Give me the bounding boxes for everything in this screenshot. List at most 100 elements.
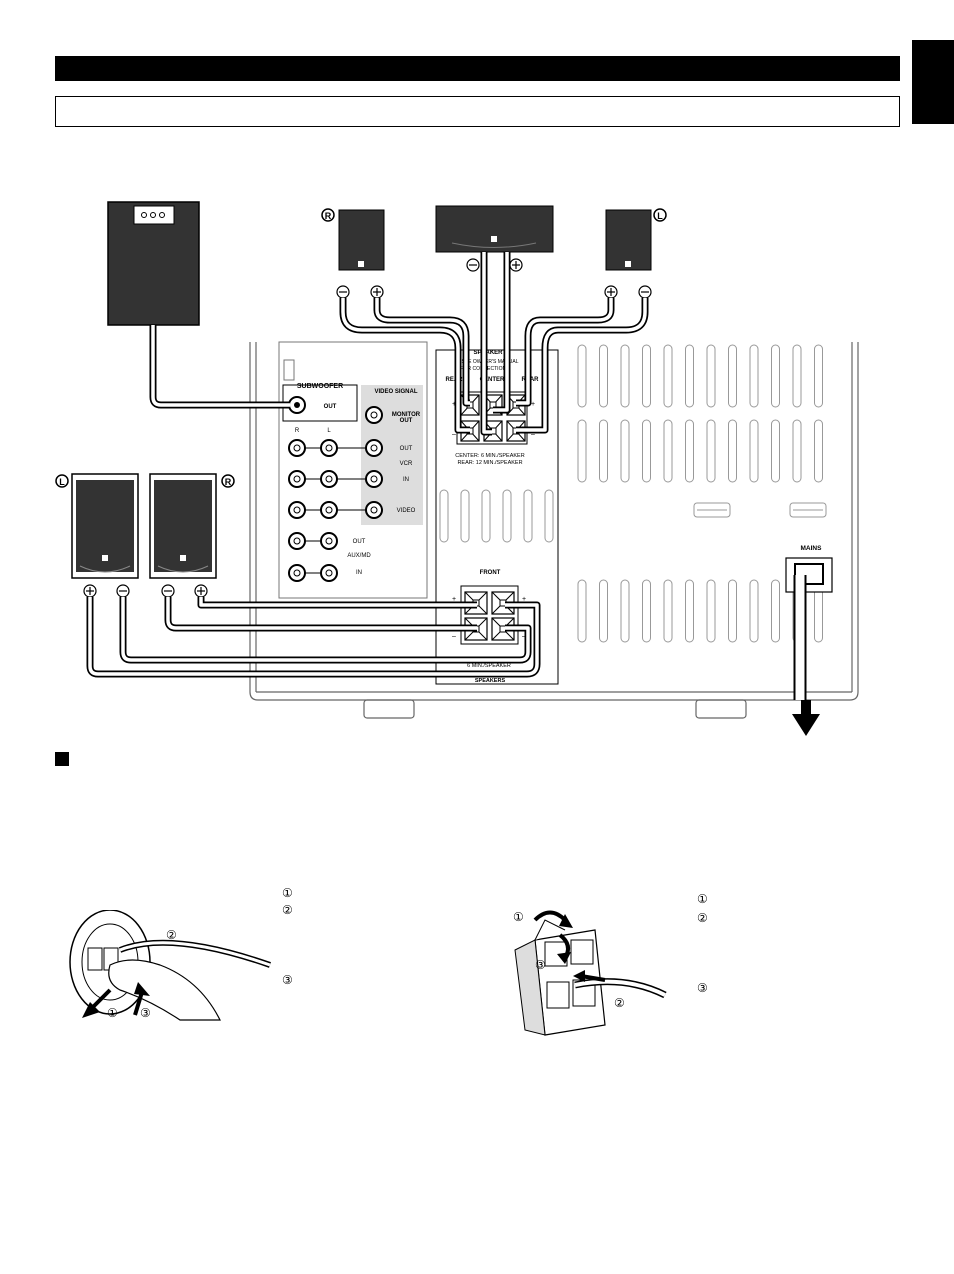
rca-jack bbox=[288, 501, 306, 519]
rca-jack-center bbox=[293, 569, 301, 577]
vent-slot bbox=[728, 579, 737, 643]
vent-slot bbox=[642, 579, 651, 643]
jack-panel: SUBWOOFER OUT VIDEO SIGNAL MONITOR OUT R… bbox=[278, 341, 428, 599]
vent-slot bbox=[814, 344, 823, 408]
minus-mark: – bbox=[452, 431, 456, 438]
vent-slot bbox=[620, 419, 630, 483]
vent-slot bbox=[814, 419, 823, 483]
channel-mark-rear-l-text: L bbox=[657, 211, 663, 221]
vent-slot bbox=[599, 579, 608, 643]
lever-step-2-marker: ② bbox=[614, 996, 625, 1010]
vent-slot bbox=[460, 489, 470, 543]
right-step-2: ② bbox=[697, 911, 708, 925]
aux-out-label: OUT bbox=[353, 539, 366, 545]
vent-slot bbox=[663, 579, 673, 643]
vent-slot bbox=[792, 419, 802, 483]
vent-slot bbox=[685, 579, 694, 643]
vent-slot bbox=[523, 489, 533, 543]
rca-jack bbox=[320, 564, 338, 582]
center-speaker bbox=[435, 205, 554, 253]
rca-jack-center bbox=[293, 444, 301, 452]
front-terminals: FRONT + – + – 6 MIN./SPEAKER SPEAKERS bbox=[452, 570, 526, 684]
vent-slot bbox=[544, 489, 554, 543]
lever-step-3-marker: ③ bbox=[535, 958, 546, 972]
front-right-speaker bbox=[149, 473, 217, 579]
vent-slot bbox=[620, 344, 630, 408]
rca-jack-center bbox=[293, 475, 301, 483]
mains-socket: MAINS bbox=[785, 545, 833, 736]
vent-slot bbox=[620, 579, 630, 643]
speaker-wires bbox=[86, 252, 649, 678]
minus-mark: – bbox=[452, 633, 456, 640]
plus-mark: + bbox=[452, 596, 456, 603]
spring-terminal-illustration bbox=[69, 910, 271, 1021]
vent-slot bbox=[439, 489, 449, 543]
vent-slot bbox=[771, 344, 780, 408]
step-1-marker: ① bbox=[107, 1006, 118, 1020]
vent-grill bbox=[439, 344, 827, 643]
section-heading-box bbox=[55, 96, 900, 127]
rca-jack bbox=[365, 470, 383, 488]
vcr-in-label: IN bbox=[403, 477, 409, 483]
front-label: FRONT bbox=[480, 570, 501, 576]
center-label: CENTER bbox=[480, 377, 505, 383]
plus-mark: + bbox=[452, 401, 456, 408]
vent-slot bbox=[502, 489, 512, 543]
front-left-speaker bbox=[71, 473, 139, 579]
speaker-spec-2: REAR: 12 MIN./SPEAKER bbox=[457, 460, 522, 466]
lever-step-1-marker: ① bbox=[513, 910, 524, 924]
channel-mark-rear-r: R bbox=[321, 208, 335, 222]
rca-jack-center bbox=[293, 537, 301, 545]
vent-slot bbox=[577, 419, 587, 483]
rca-jack bbox=[288, 532, 306, 550]
rca-jack-center bbox=[370, 506, 378, 514]
rear-right-speaker bbox=[338, 209, 385, 271]
vcr-label: VCR bbox=[400, 461, 413, 467]
aux-in-label: IN bbox=[356, 570, 362, 576]
vent-slot bbox=[685, 344, 694, 408]
front-spec: 6 MIN./SPEAKER bbox=[467, 663, 511, 669]
rca-jack bbox=[320, 470, 338, 488]
speaker-panel-frame bbox=[435, 349, 559, 685]
right-step-3: ③ bbox=[697, 981, 708, 995]
monitor-out-label-1: MONITOR bbox=[392, 412, 421, 418]
vent-slot bbox=[706, 344, 716, 408]
polarity-marks-top bbox=[336, 258, 652, 299]
rca-jack-center bbox=[325, 569, 333, 577]
jack-r-label: R bbox=[295, 428, 300, 434]
aux-md-label: AUX/MD bbox=[347, 553, 371, 559]
left-step-1: ① bbox=[282, 886, 293, 900]
rca-jack-center bbox=[293, 506, 301, 514]
step-3-marker: ③ bbox=[140, 1006, 151, 1020]
rca-jack bbox=[288, 439, 306, 457]
vent-slot bbox=[577, 579, 587, 643]
plus-mark: + bbox=[522, 596, 526, 603]
vent-slot bbox=[663, 344, 673, 408]
vent-slot bbox=[728, 419, 737, 483]
subwoofer-unit bbox=[107, 201, 200, 326]
connection-diagram: R L SUBWOOFER OUT VIDEO SIGNAL MONITOR O… bbox=[55, 201, 859, 736]
vcr-out-label: OUT bbox=[400, 446, 413, 452]
channel-mark-front-r: R bbox=[221, 474, 235, 488]
vent-slot bbox=[642, 419, 651, 483]
vent-slot bbox=[706, 579, 716, 643]
vent-slot bbox=[577, 344, 587, 408]
rca-jack bbox=[365, 439, 383, 457]
speaker-title: SPEAKER bbox=[473, 350, 503, 356]
channel-mark-front-r-text: R bbox=[225, 477, 232, 487]
vent-slot bbox=[771, 579, 780, 643]
vent-slot bbox=[481, 489, 491, 543]
rca-jack-center bbox=[325, 506, 333, 514]
vent-slot bbox=[685, 419, 694, 483]
minus-mark: – bbox=[522, 633, 526, 640]
rca-jack-center bbox=[370, 475, 378, 483]
subwoofer-label: SUBWOOFER bbox=[297, 383, 343, 390]
channel-mark-rear-r-text: R bbox=[325, 211, 332, 221]
mains-label: MAINS bbox=[801, 545, 823, 552]
monitor-out-label-2: OUT bbox=[400, 418, 413, 424]
vent-slot bbox=[792, 344, 802, 408]
language-tab bbox=[912, 40, 954, 124]
plus-mark: + bbox=[531, 401, 535, 408]
step-2-marker: ② bbox=[166, 928, 177, 942]
speaker-spec-1: CENTER: 6 MIN./SPEAKER bbox=[455, 453, 524, 459]
